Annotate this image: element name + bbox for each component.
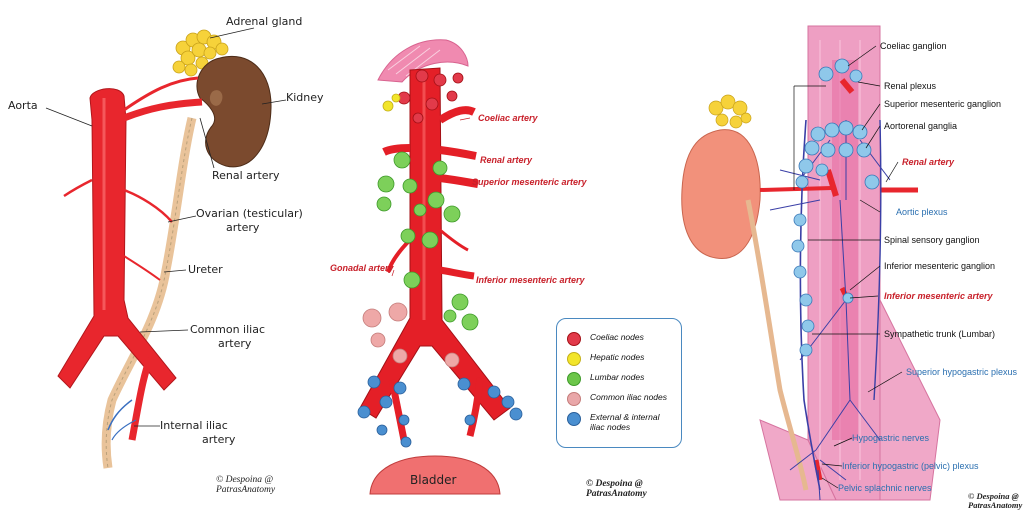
label-coeliac-artery: Coeliac artery	[478, 114, 538, 123]
legend-swatch	[567, 332, 581, 346]
label-kidney: Kidney	[286, 92, 324, 103]
copyright-line2: PatrasAnatomy	[586, 490, 647, 500]
label-spinal-sensory: Spinal sensory ganglion	[884, 236, 980, 245]
legend-label: Hepatic nodes	[590, 353, 670, 363]
label-sup-hypogastric: Superior hypogastric plexus	[906, 368, 1017, 377]
label-renal-plexus: Renal plexus	[884, 82, 936, 91]
legend-item: External & internal iliac nodes	[567, 413, 670, 433]
legend-label: Coeliac nodes	[590, 333, 670, 343]
label-hypogastric-nerves: Hypogastric nerves	[852, 434, 929, 443]
label-renal-artery: Renal artery	[212, 170, 280, 181]
label-ureter: Ureter	[188, 264, 223, 275]
label-renal-artery-2: Renal artery	[480, 156, 532, 165]
panel1-drawing	[46, 28, 286, 468]
label-aorta: Aorta	[8, 100, 38, 111]
copyright-panel3: © Despoina @ PatrasAnatomy	[968, 492, 1022, 510]
kidney-drawing	[197, 56, 271, 167]
label-inf-mes-ganglion: Inferior mesenteric ganglion	[884, 262, 995, 271]
label-ovarian-artery: Ovarian (testicular)	[196, 208, 303, 219]
label-ima: Inferior mesenteric artery	[476, 276, 585, 285]
legend-swatch	[567, 392, 581, 406]
label-ovarian-artery-2: artery	[226, 222, 259, 233]
label-internal-iliac: Internal iliac	[160, 420, 228, 431]
legend-item: Common iliac nodes	[567, 393, 670, 406]
copyright-panel2: © Despoina @ PatrasAnatomy	[586, 480, 647, 500]
label-symp-trunk: Sympathetic trunk (Lumbar)	[884, 330, 995, 339]
label-internal-iliac-2: artery	[202, 434, 235, 445]
label-aortorenal-ganglia: Aortorenal ganglia	[884, 122, 957, 131]
legend-item: Coeliac nodes	[567, 333, 670, 346]
label-bladder: Bladder	[410, 474, 456, 486]
legend-label: Common iliac nodes	[590, 393, 670, 403]
legend-swatch	[567, 352, 581, 366]
copyright-line2: PatrasAnatomy	[968, 501, 1022, 510]
label-inf-mes-artery: Inferior mesenteric artery	[884, 292, 993, 301]
label-sup-mes-ganglion: Superior mesenteric ganglion	[884, 100, 1001, 109]
label-inf-hypogastric: Inferior hypogastric (pelvic) plexus	[842, 462, 979, 471]
legend-item: Hepatic nodes	[567, 353, 670, 366]
legend-label: External & internal iliac nodes	[590, 413, 670, 433]
legend-swatch	[567, 412, 581, 426]
copyright-panel1: © Despoina @ PatrasAnatomy	[216, 476, 275, 496]
label-renal-artery-3: Renal artery	[902, 158, 954, 167]
kidney3-drawing	[682, 130, 760, 259]
legend-swatch	[567, 372, 581, 386]
label-gonadal-artery: Gonadal artery	[330, 264, 394, 273]
label-sma: Superior mesenteric artery	[472, 178, 587, 187]
label-aortic-plexus: Aortic plexus	[896, 208, 948, 217]
label-pelvic-splanchnic: Pelvic splachnic nerves	[838, 484, 932, 493]
label-common-iliac-2: artery	[218, 338, 251, 349]
legend-label: Lumbar nodes	[590, 373, 670, 383]
label-coeliac-ganglion: Coeliac ganglion	[880, 42, 947, 51]
label-adrenal-gland: Adrenal gland	[226, 16, 302, 27]
lymph-node-legend: Coeliac nodes Hepatic nodes Lumbar nodes…	[556, 318, 682, 448]
copyright-line2: PatrasAnatomy	[216, 486, 275, 496]
legend-item: Lumbar nodes	[567, 373, 670, 386]
aorta-drawing	[58, 89, 176, 390]
label-common-iliac: Common iliac	[190, 324, 265, 335]
